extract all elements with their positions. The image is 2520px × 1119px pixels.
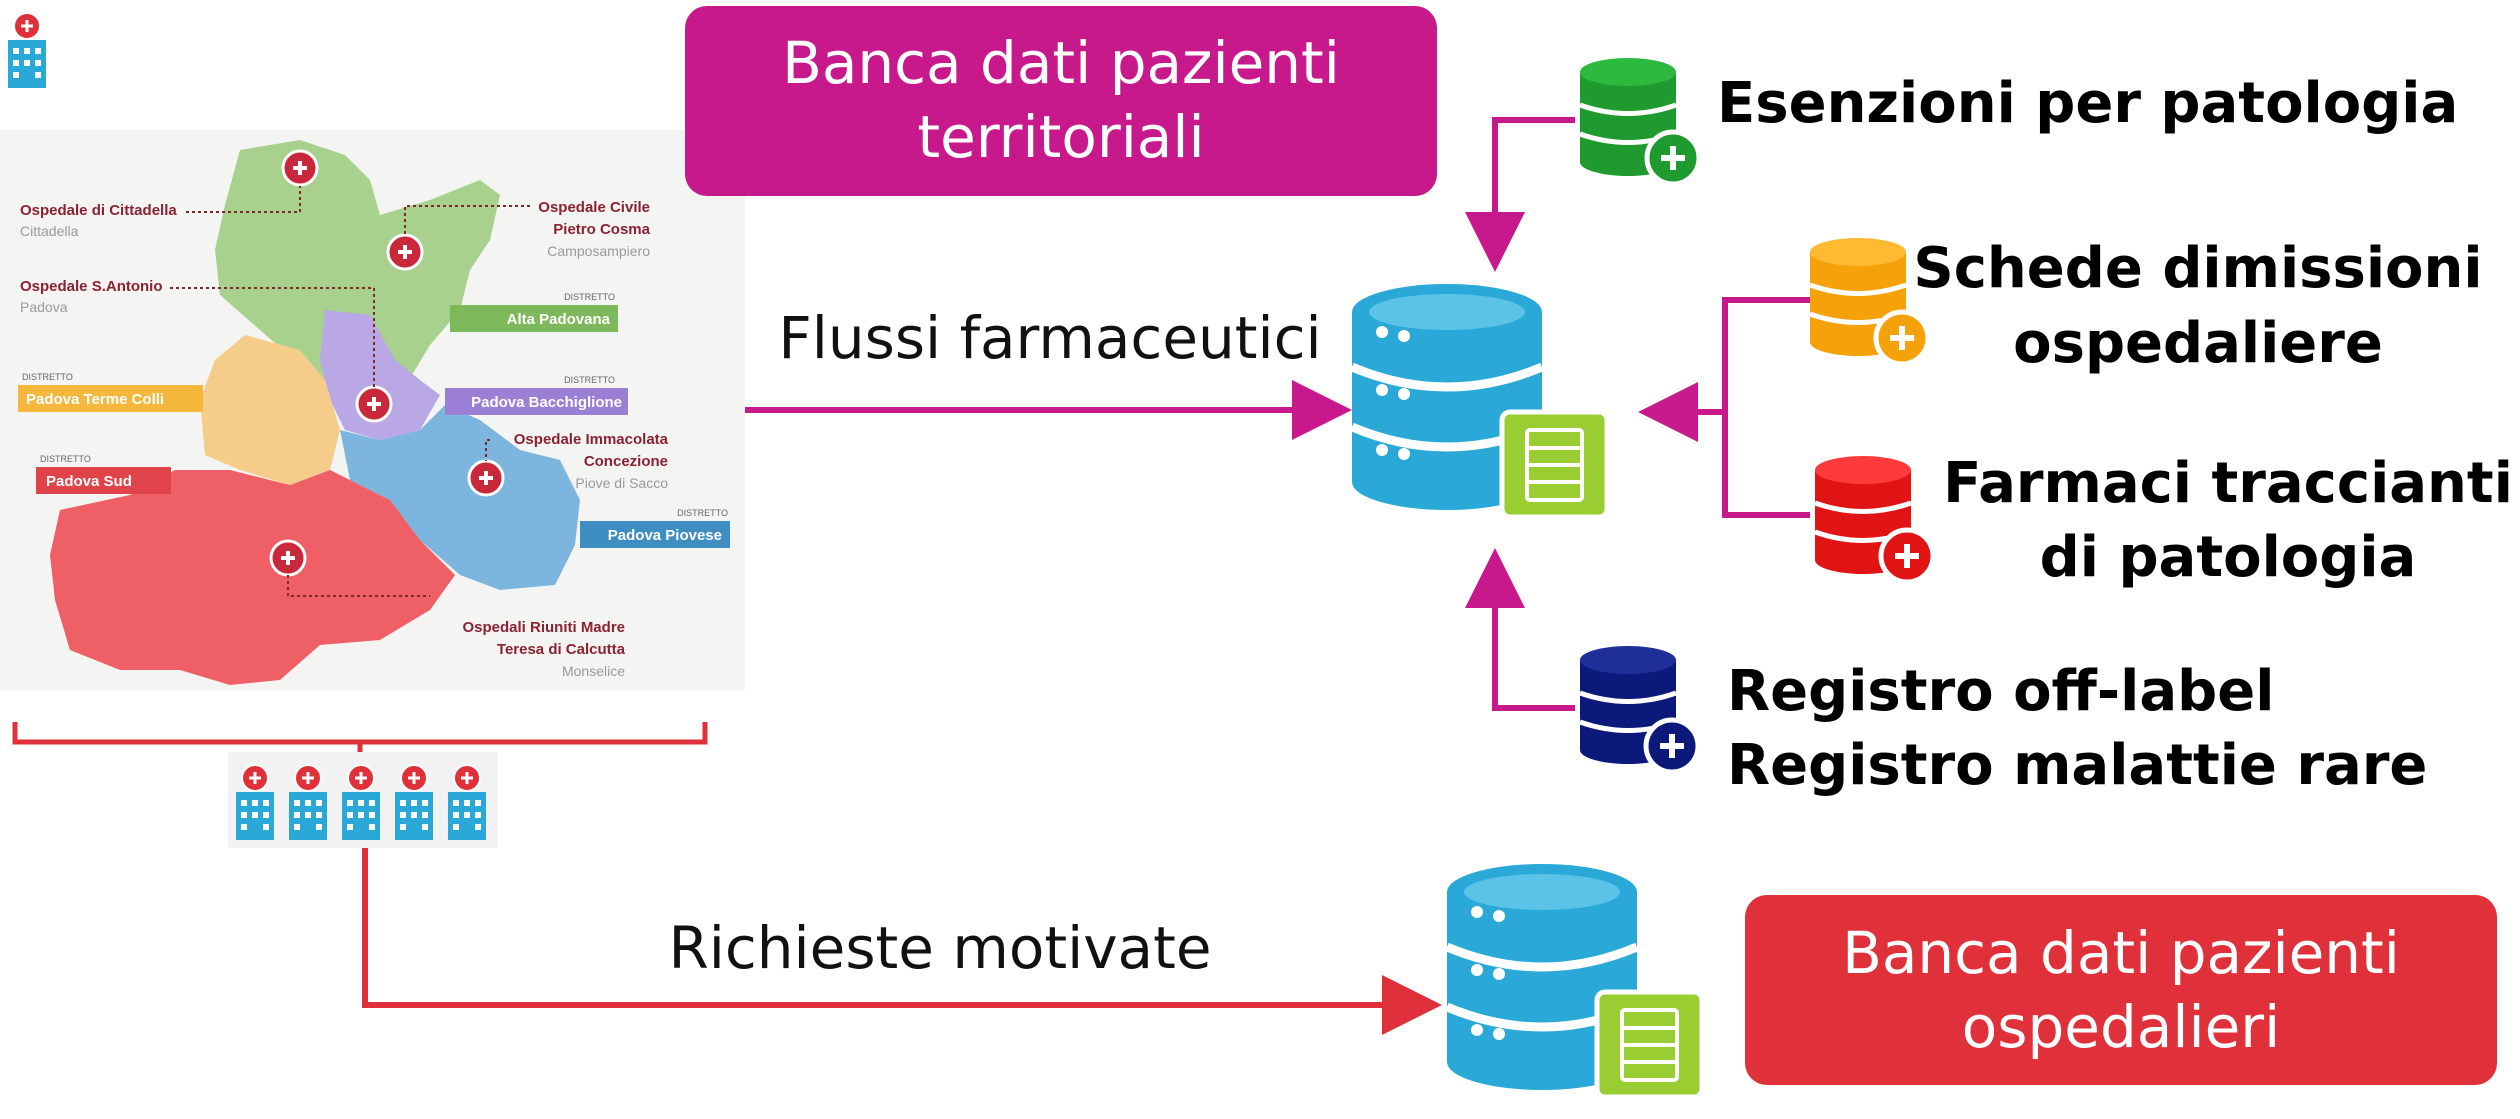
source-db-discharge [1809, 238, 1931, 367]
district-name-alta-padovana: Alta Padovana [507, 311, 611, 328]
hospital-name-monselice-1: Ospedali Riuniti Madre [462, 619, 625, 636]
district-area-alta-padovana [215, 140, 500, 395]
source-label-discharge-2: ospedaliere [2013, 311, 2383, 376]
arrow-registries [1465, 548, 1575, 711]
hospital-marker-padova [355, 385, 393, 423]
hospital-place-monselice: Monselice [562, 663, 625, 679]
district-badge-alta-padovana [450, 305, 618, 332]
hospital-building-icon [393, 763, 435, 842]
source-db-exemptions [1579, 58, 1702, 187]
hospital-building-icon [234, 763, 276, 842]
district-name-bacchiglione: Padova Bacchiglione [471, 394, 622, 411]
hospital-database-icon [1447, 864, 1702, 1097]
padova-map: Ospedale di Cittadella Cittadella Ospeda… [0, 130, 745, 690]
district-name-padova-sud: Padova Sud [46, 473, 132, 490]
hospital-building-icon [8, 12, 46, 88]
map-bracket [12, 722, 708, 752]
hospital-building-icon [446, 763, 488, 842]
arrow-exemptions [1465, 117, 1575, 272]
source-label-exemptions: Esenzioni per patologia [1717, 71, 2458, 136]
hospital-marker-monselice [269, 539, 307, 577]
hospital-name-camposampiero-2: Pietro Cosma [553, 221, 650, 238]
source-label-registries-2: Registro malattie rare [1727, 733, 2427, 798]
hospital-name-piove-2: Concezione [584, 453, 668, 470]
hospital-name-padova: Ospedale S.Antonio [20, 278, 163, 295]
territorial-database-box: Banca dati pazienti territoriali [685, 6, 1437, 196]
hospital-name-piove-1: Ospedale Immacolata [514, 431, 669, 448]
territorial-box-line1: Banca dati pazienti [782, 29, 1340, 97]
district-name-piovese: Padova Piovese [608, 527, 722, 544]
hospital-building-icon [340, 763, 382, 842]
district-badge-piovese [580, 521, 730, 548]
source-label-discharge-1: Schede dimissioni [1913, 236, 2482, 301]
map-leader-lines [170, 186, 530, 597]
hospital-marker-camposampiero [386, 233, 424, 271]
source-label-tracer-2: di patologia [2040, 525, 2417, 590]
district-area-padova-sud [50, 470, 455, 685]
hospital-marker-cittadella [281, 149, 319, 187]
district-name-terme-colli: Padova Terme Colli [26, 391, 164, 408]
district-area-terme-colli [200, 335, 340, 485]
hospital-name-cittadella: Ospedale di Cittadella [20, 202, 177, 219]
bracket-discharge-tracer [1722, 297, 1810, 518]
flow-label-requests: Richieste motivate [668, 914, 1211, 982]
hospital-place-piove: Piove di Sacco [575, 475, 668, 491]
district-badge-bacchiglione [445, 388, 628, 415]
district-tag-bacchiglione: DISTRETTO [564, 375, 615, 385]
flow-arrow-requests [362, 848, 1442, 1035]
hospital-name-monselice-2: Teresa di Calcutta [497, 641, 626, 658]
hospital-database-box: Banca dati pazienti ospedalieri [1745, 895, 2497, 1085]
territorial-box-line2: territoriali [917, 103, 1204, 171]
source-label-registries-1: Registro off-label [1727, 659, 2274, 724]
hospital-place-padova: Padova [20, 299, 68, 315]
hospital-marker-piove [467, 459, 505, 497]
hospital-building-icon [287, 763, 329, 842]
hospital-buildings-row [8, 12, 498, 848]
district-badge-terme-colli [18, 385, 203, 412]
district-area-bacchiglione [320, 310, 440, 440]
district-tag-piovese: DISTRETTO [677, 508, 728, 518]
district-tag-alta: DISTRETTO [564, 292, 615, 302]
territorial-database-icon [1352, 284, 1607, 517]
source-db-registries [1579, 646, 1701, 775]
hospital-name-camposampiero-1: Ospedale Civile [538, 199, 650, 216]
hospital-place-cittadella: Cittadella [20, 223, 79, 239]
district-area-piovese [340, 405, 580, 590]
source-label-tracer-1: Farmaci traccianti [1943, 451, 2513, 516]
district-tag-terme-colli: DISTRETTO [22, 372, 73, 382]
flow-label-pharma: Flussi farmaceutici [778, 304, 1321, 372]
district-badge-padova-sud [36, 467, 171, 494]
hospital-box-line1: Banca dati pazienti [1842, 919, 2400, 987]
hospital-box-line2: ospedalieri [1962, 993, 2280, 1061]
district-tag-padova-sud: DISTRETTO [40, 454, 91, 464]
hospital-place-camposampiero: Camposampiero [547, 243, 650, 259]
source-db-tracer [1814, 456, 1936, 585]
